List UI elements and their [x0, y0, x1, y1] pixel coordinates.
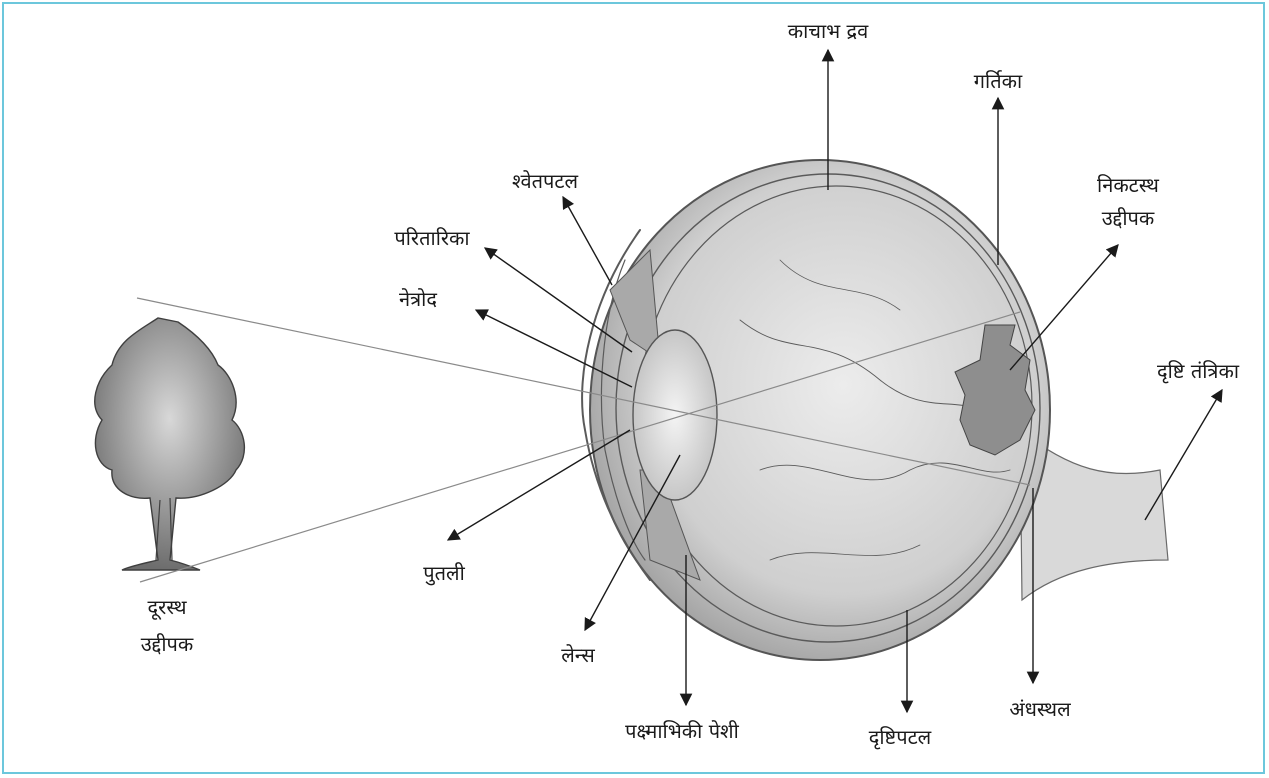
label-distant-object-line1: दूरस्थ [148, 595, 188, 620]
label-distant-object-line2: उद्दीपक [141, 632, 194, 656]
label-blind-spot: अंधस्थल [1009, 697, 1071, 721]
label-sclera: श्वेतपटल [512, 169, 578, 193]
label-ciliary-muscle: पक्ष्माभिकी पेशी [625, 719, 739, 743]
label-near-object-line1: निकटस्थ [1097, 173, 1160, 197]
label-near-object-line2: उद्दीपक [1102, 206, 1155, 230]
label-optic-nerve: दृष्टि तंत्रिका [1157, 359, 1240, 384]
label-pupil: पुतली [423, 561, 465, 586]
label-retina: दृष्टिपटल [869, 725, 932, 750]
label-cornea: नेत्रोद [399, 287, 437, 311]
label-fovea: गर्तिका [974, 69, 1023, 93]
label-lens: लेन्स [561, 643, 595, 667]
label-iris: परितारिका [394, 226, 470, 250]
distant-tree-drawing [95, 318, 245, 570]
label-vitreous-humour: काचाभ द्रव [788, 19, 869, 43]
